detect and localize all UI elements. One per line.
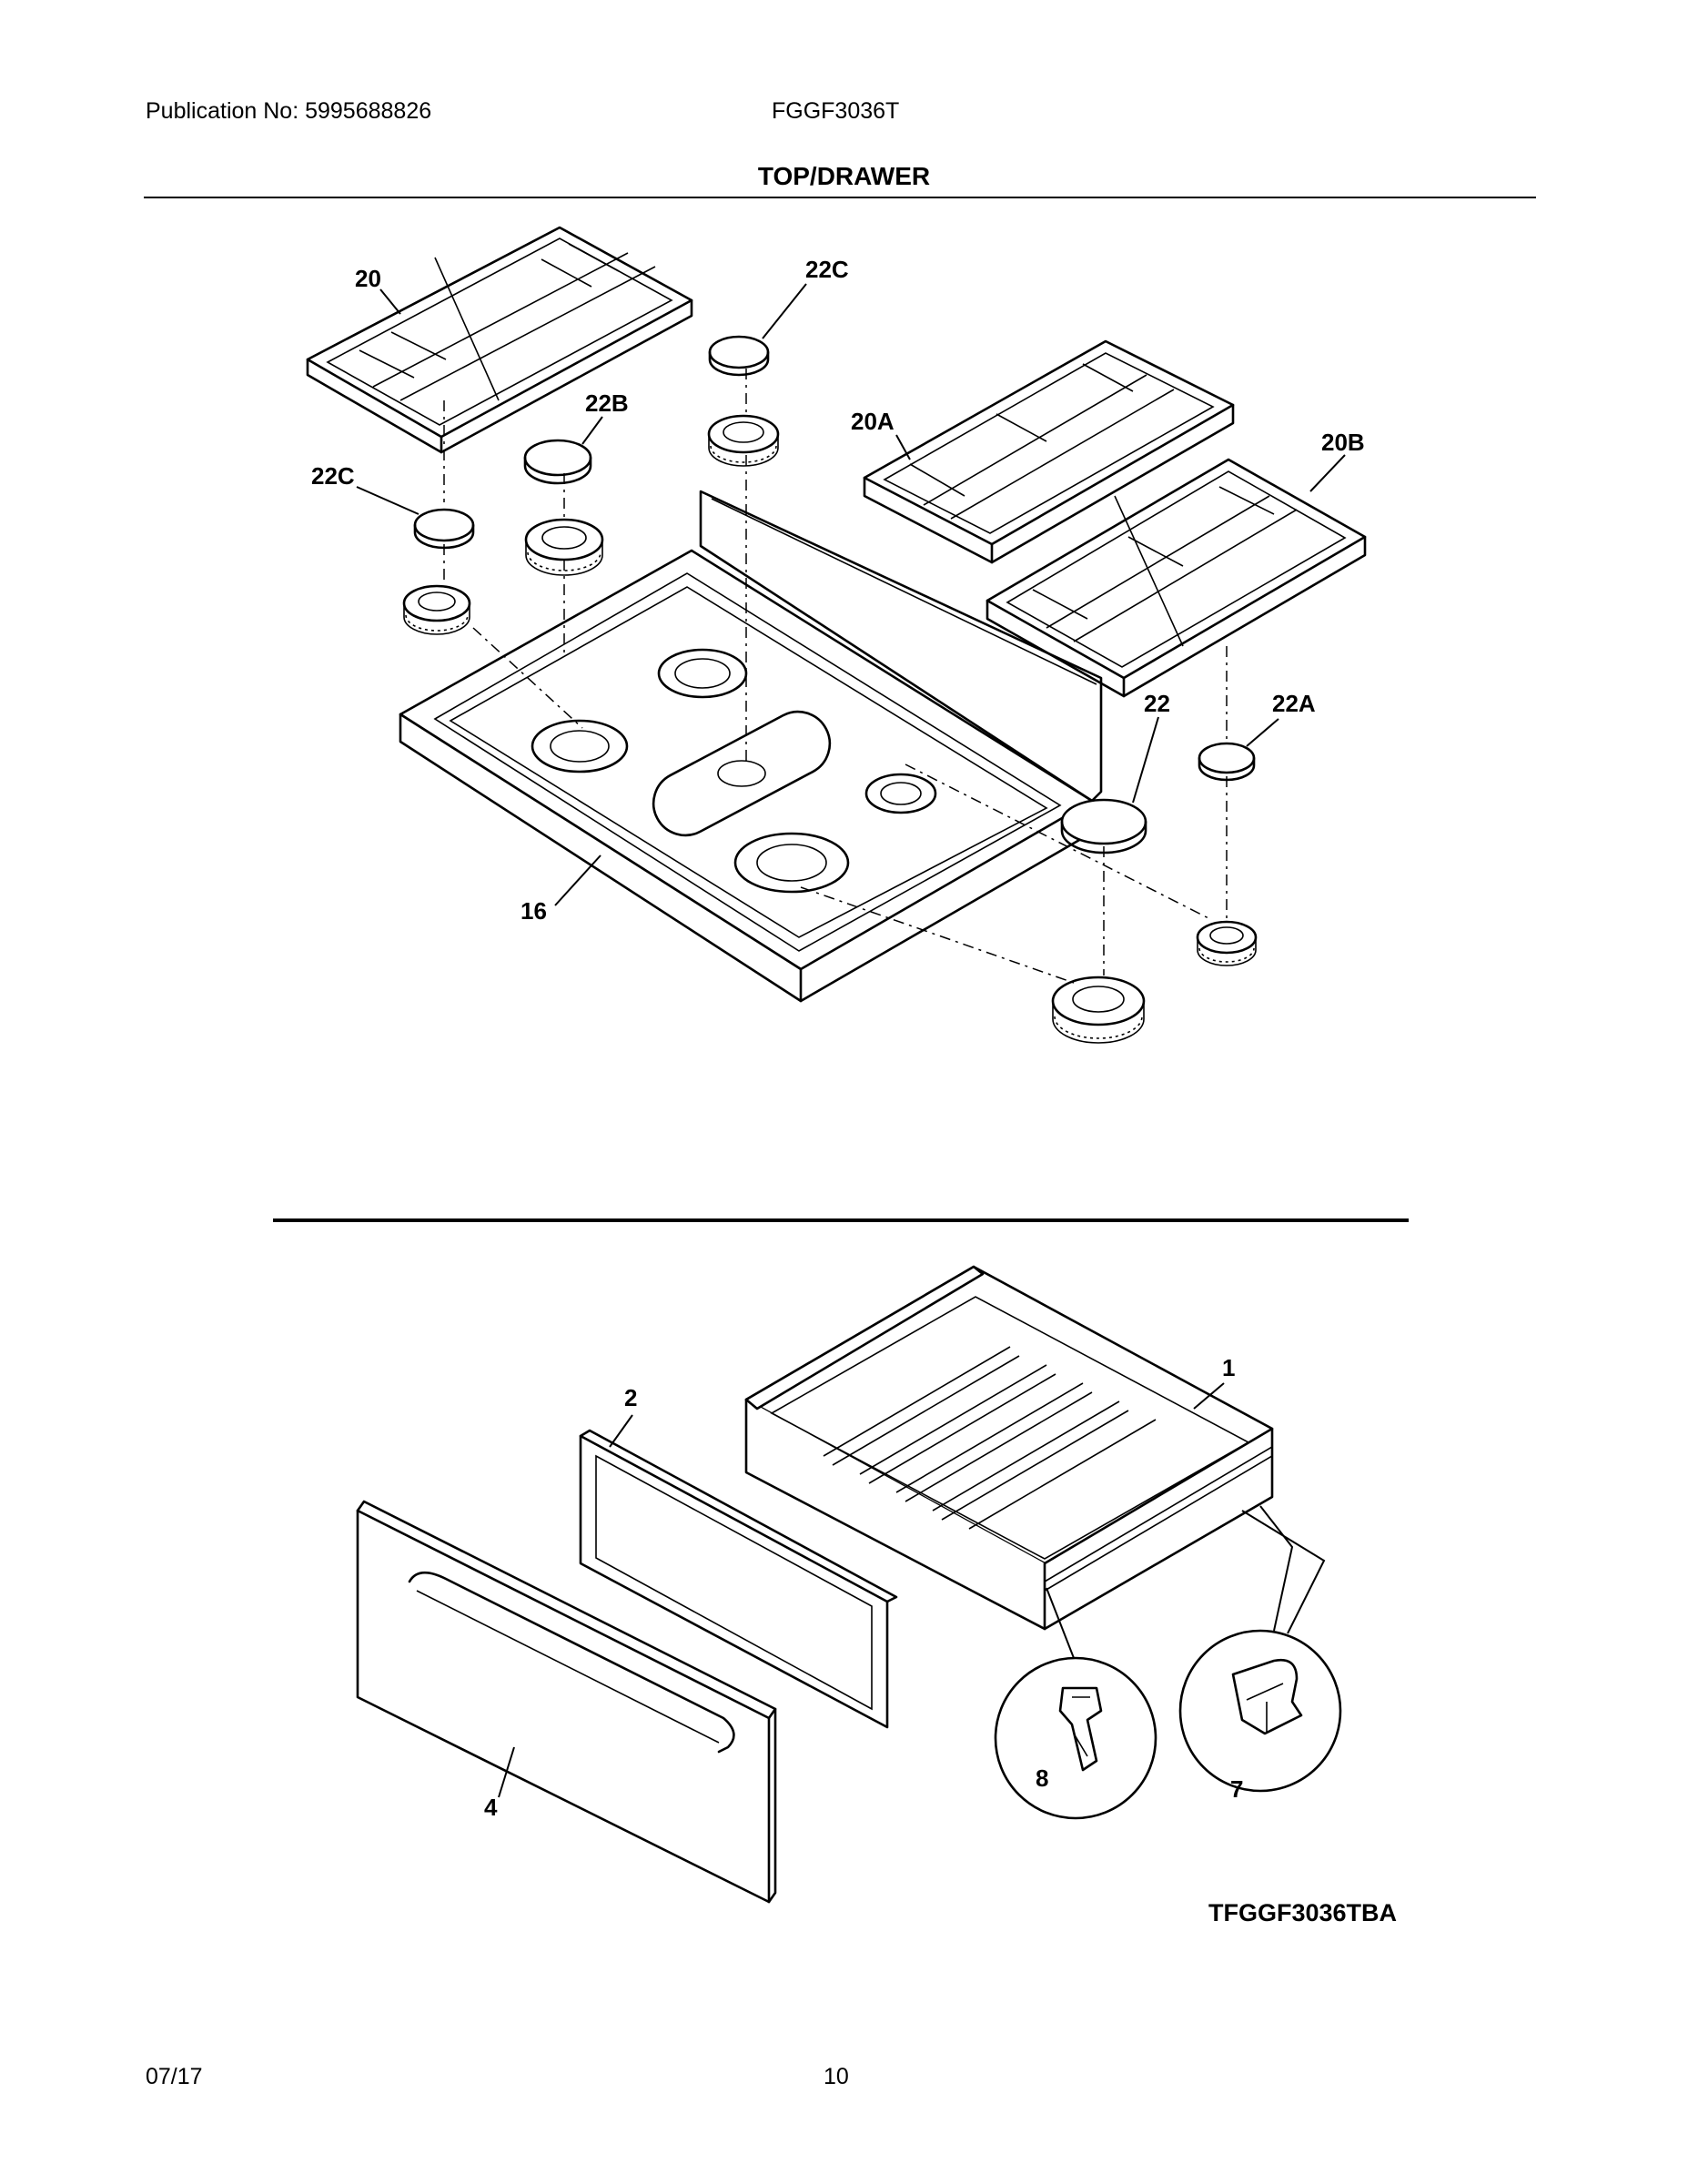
header-divider (144, 197, 1536, 198)
detail-8-stop (994, 1587, 1157, 1820)
grate-20 (306, 226, 693, 454)
drawer-front-4 (356, 1500, 777, 1904)
grate-20b (986, 458, 1367, 698)
callout-20: 20 (355, 265, 381, 292)
diagram-code: TFGGF3036TBA (1208, 1899, 1398, 1926)
callout-22c-left: 22C (311, 462, 355, 490)
footer-date: 07/17 (146, 2064, 203, 2089)
callout-22c-top: 22C (805, 256, 849, 283)
callout-22: 22 (1144, 690, 1170, 717)
callout-20b: 20B (1321, 429, 1365, 456)
model-number: FGGF3036T (772, 98, 900, 124)
drawer-liner-2 (579, 1429, 898, 1729)
top-leader-lines (356, 283, 1346, 906)
callout-4: 4 (484, 1794, 498, 1821)
burner-caps (413, 335, 1256, 854)
alignment-lines (443, 369, 1228, 984)
section-title: TOP/DRAWER (757, 162, 931, 190)
callout-16: 16 (521, 897, 547, 925)
callout-20a: 20A (851, 408, 895, 435)
callout-1: 1 (1222, 1354, 1235, 1381)
callout-8: 8 (1036, 1764, 1048, 1792)
page-number: 10 (824, 2064, 849, 2089)
callout-22b: 22B (585, 389, 629, 417)
detail-7-clip (1178, 1505, 1342, 1793)
section-divider (273, 1218, 1409, 1222)
drawer-body-1 (744, 1265, 1274, 1631)
callout-2: 2 (624, 1384, 637, 1411)
callout-7: 7 (1230, 1775, 1243, 1803)
callout-22a: 22A (1272, 690, 1316, 717)
bottom-leader-lines (498, 1382, 1225, 1798)
publication-number: Publication No: 5995688826 (146, 98, 432, 124)
burner-heads (402, 414, 1258, 1044)
grate-20a (863, 339, 1235, 564)
callout-labels: 20 22C 22B 22C 20A 20B 22 22A 16 1 2 4 8… (311, 256, 1365, 1821)
cooktop-16 (399, 490, 1103, 1003)
